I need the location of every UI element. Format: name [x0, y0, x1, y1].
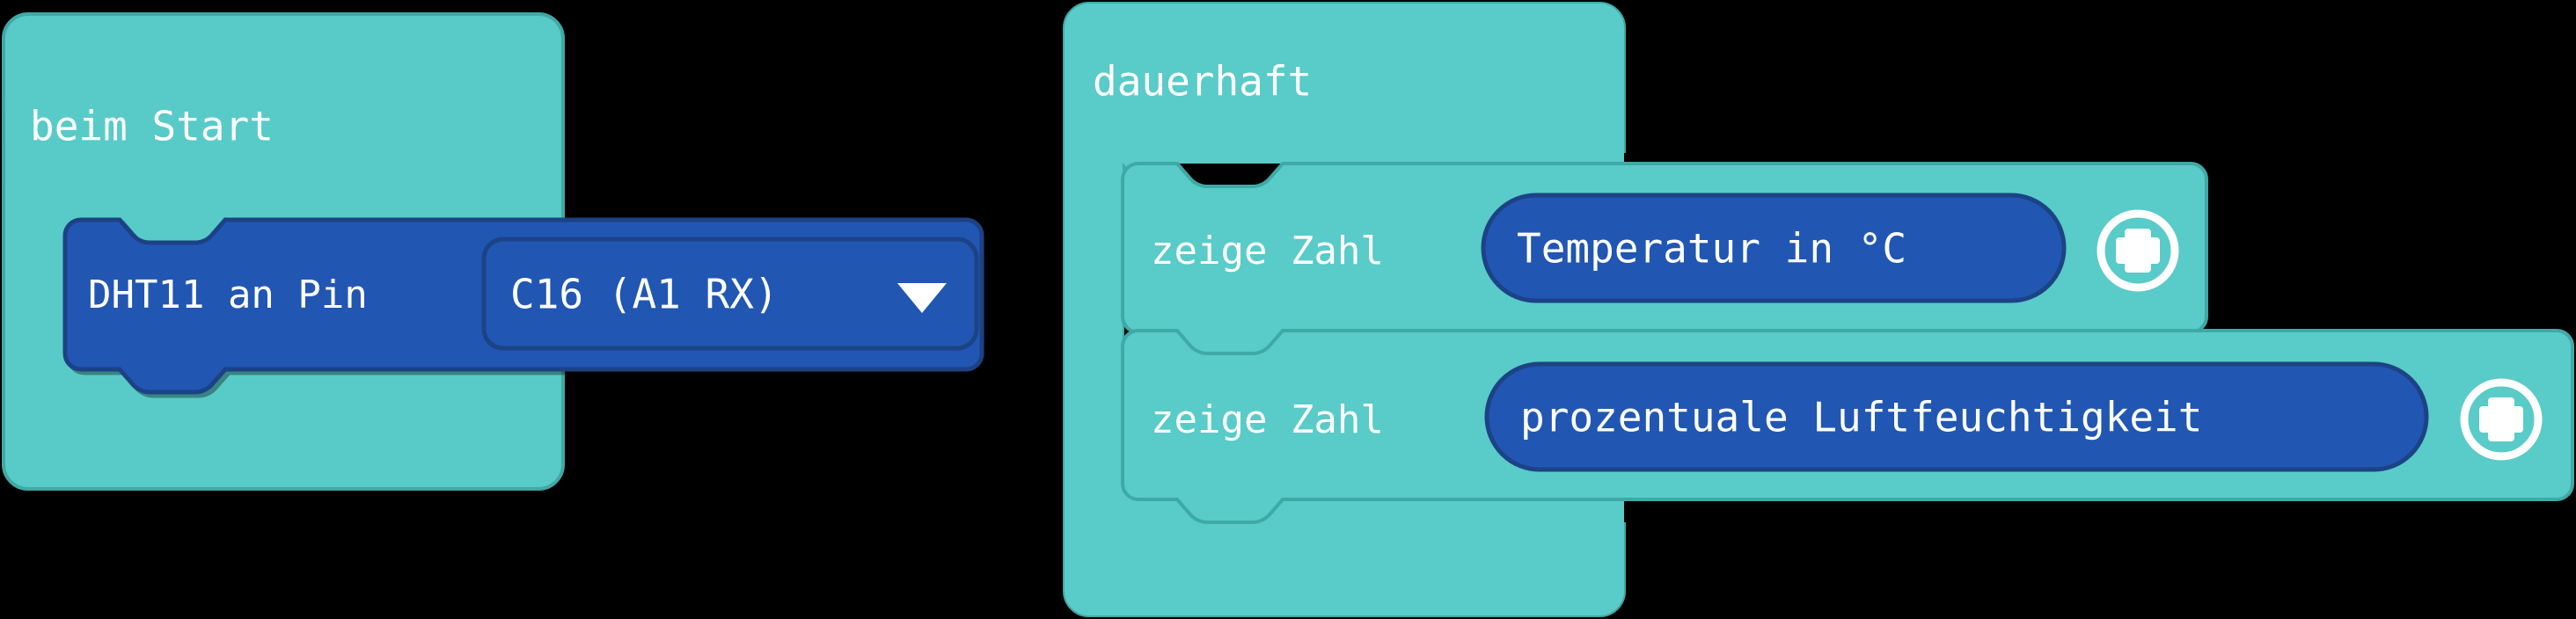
plus-circle-icon[interactable]: [2097, 209, 2179, 292]
plus-circle-icon[interactable]: [2460, 378, 2543, 461]
humidity-reporter-block[interactable]: [1484, 361, 2429, 472]
on-start-block-label: beim Start: [30, 103, 274, 150]
show-number-humidity-label: zeige Zahl: [1151, 397, 1384, 442]
forever-block-spine: [1065, 4, 1624, 615]
chevron-down-icon[interactable]: [897, 283, 947, 313]
pin-dropdown-value: C16 (A1 RX): [510, 271, 779, 318]
forever-stack[interactable]: dauerhaft zeige Zahl Temperatur in °C ze…: [1063, 2, 2574, 617]
temperature-reporter-block[interactable]: [1481, 193, 2067, 303]
on-start-stack[interactable]: beim Start DHT11 an Pin C16 (A1 RX): [2, 12, 984, 491]
humidity-reporter-label: prozentuale Luftfeuchtigkeit: [1520, 394, 2202, 441]
temperature-reporter-label: Temperatur in °C: [1517, 225, 1906, 273]
forever-block-label: dauerhaft: [1093, 58, 1312, 106]
pin-dropdown-field[interactable]: [481, 237, 979, 351]
show-number-temperature-label: zeige Zahl: [1151, 229, 1384, 273]
dht11-block-label: DHT11 an Pin: [88, 273, 368, 317]
